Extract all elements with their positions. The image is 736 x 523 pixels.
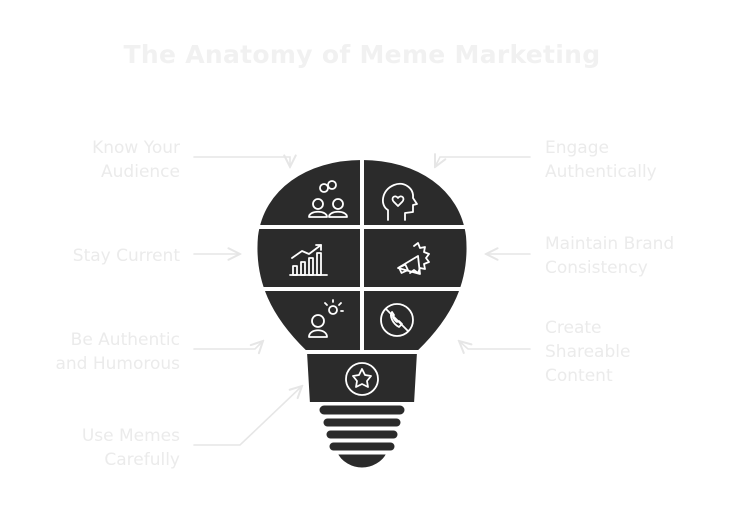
arrow-shareable bbox=[459, 341, 531, 349]
arrow-use-memes bbox=[193, 386, 302, 446]
label-line: Use Memes bbox=[81, 426, 180, 446]
label-line: Consistency bbox=[545, 258, 648, 278]
label-stay-current: Stay Current bbox=[73, 244, 180, 268]
arrow-authentic bbox=[193, 341, 263, 349]
base-band bbox=[326, 439, 398, 454]
person-idea-icon bbox=[308, 299, 344, 338]
label-line: and Humorous bbox=[55, 354, 180, 374]
label-line: Shareable bbox=[545, 342, 631, 362]
megaphone-badge-icon bbox=[397, 242, 430, 275]
label-line: Carefully bbox=[104, 450, 180, 470]
label-be-authentic: Be Authentic and Humorous bbox=[55, 328, 180, 376]
label-engage-authentically: Engage Authentically bbox=[545, 136, 657, 184]
diagram-title: The Anatomy of Meme Marketing bbox=[123, 40, 601, 69]
label-use-memes-carefully: Use Memes Carefully bbox=[82, 424, 180, 472]
label-shareable-content: Create Shareable Content bbox=[545, 316, 630, 388]
arrow-know-audience bbox=[193, 157, 290, 167]
audience-people-icon bbox=[308, 180, 348, 218]
base-band bbox=[316, 402, 408, 418]
base-band bbox=[323, 427, 401, 442]
no-call-icon bbox=[380, 303, 414, 337]
label-line: Content bbox=[545, 366, 613, 386]
arrow-engage bbox=[435, 157, 531, 167]
label-line: Audience bbox=[101, 162, 180, 182]
head-heart-icon bbox=[382, 183, 418, 221]
label-brand-consistency: Maintain Brand Consistency bbox=[545, 232, 674, 280]
label-line: Be Authentic bbox=[70, 330, 180, 350]
label-line: Maintain Brand bbox=[545, 234, 675, 254]
label-line: Create bbox=[545, 318, 602, 338]
label-know-your-audience: Know Your Audience bbox=[92, 136, 180, 184]
label-line: Engage bbox=[545, 138, 609, 158]
label-line: Authentically bbox=[545, 162, 657, 182]
label-line: Stay Current bbox=[72, 246, 180, 266]
trending-chart-icon bbox=[289, 244, 328, 276]
label-line: Know Your bbox=[92, 138, 180, 158]
base-tip bbox=[333, 451, 391, 471]
star-badge-icon bbox=[345, 362, 379, 396]
base-band bbox=[320, 415, 404, 430]
